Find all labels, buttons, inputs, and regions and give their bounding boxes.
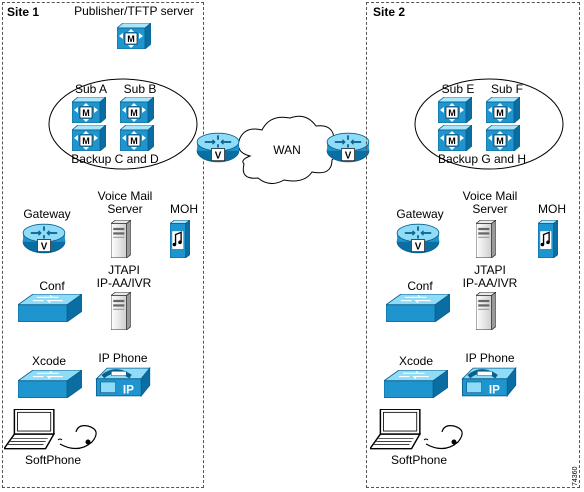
sub-e-label: Sub E bbox=[441, 82, 475, 96]
ipphone-1-label: IP Phone bbox=[98, 351, 148, 365]
backup-g-server-icon bbox=[438, 125, 472, 151]
softphone-1-headset-icon bbox=[57, 425, 97, 450]
ipphone-2-label: IP Phone bbox=[465, 351, 515, 365]
site-1-region bbox=[2, 2, 204, 488]
figure-id: 74360 bbox=[572, 466, 579, 486]
jtapi-1-label-line2: IP-AA/IVR bbox=[96, 276, 152, 290]
moh-2-label: MOH bbox=[538, 202, 566, 216]
moh-1-label: MOH bbox=[170, 202, 198, 216]
xcode-2-switch-icon bbox=[384, 370, 448, 398]
gateway-1-router-icon bbox=[22, 222, 66, 255]
backup-gh-label: Backup G and H bbox=[437, 152, 527, 166]
sub-f-label: Sub F bbox=[490, 82, 524, 96]
publisher-label: Publisher/TFTP server bbox=[74, 4, 194, 18]
gateway-2-router-icon bbox=[396, 222, 440, 255]
voicemail-2-server-icon bbox=[476, 220, 496, 258]
softphone-1-laptop-icon bbox=[4, 409, 58, 451]
site-2-cluster-ellipse bbox=[414, 78, 564, 170]
jtapi-2-label-line1: JTAPI bbox=[474, 263, 506, 277]
site-2-region bbox=[366, 2, 580, 488]
jtapi-1-label-line1: JTAPI bbox=[108, 263, 140, 277]
backup-cd-label: Backup C and D bbox=[71, 152, 159, 166]
softphone-2-headset-icon bbox=[423, 425, 463, 450]
sub-a-label: Sub A bbox=[74, 82, 108, 96]
jtapi-1-server-icon bbox=[111, 292, 131, 330]
conf-2-label: Conf bbox=[407, 279, 433, 293]
voicemail-1-server-icon bbox=[111, 220, 131, 258]
sub-e-server-icon bbox=[438, 97, 472, 123]
conf-2-switch-icon bbox=[386, 294, 450, 322]
site-1-cluster-ellipse bbox=[48, 78, 198, 170]
moh-1-server-icon bbox=[170, 220, 190, 258]
gateway-2-label: Gateway bbox=[396, 207, 444, 221]
voicemail-2-label-line1: Voice Mail bbox=[462, 189, 518, 203]
softphone-2-laptop-icon bbox=[370, 409, 424, 451]
backup-c-server-icon bbox=[72, 125, 106, 151]
voicemail-1-label-line2: Server bbox=[107, 202, 143, 216]
moh-2-server-icon bbox=[538, 220, 558, 258]
sub-b-label: Sub B bbox=[123, 82, 157, 96]
site-1-title: Site 1 bbox=[7, 5, 40, 19]
xcode-2-label: Xcode bbox=[398, 354, 434, 368]
backup-d-server-icon bbox=[120, 125, 154, 151]
gateway-1-label: Gateway bbox=[23, 207, 71, 221]
jtapi-2-server-icon bbox=[476, 292, 496, 330]
conf-1-label: Conf bbox=[39, 279, 65, 293]
backup-h-server-icon bbox=[486, 125, 520, 151]
voicemail-2-label-line2: Server bbox=[472, 202, 508, 216]
jtapi-2-label-line2: IP-AA/IVR bbox=[462, 276, 518, 290]
wan-label: WAN bbox=[273, 143, 301, 157]
sub-b-server-icon bbox=[120, 97, 154, 123]
ipphone-1-icon bbox=[92, 366, 152, 398]
voicemail-1-label-line1: Voice Mail bbox=[97, 189, 153, 203]
site-2-title: Site 2 bbox=[373, 5, 406, 19]
ipphone-2-icon bbox=[458, 366, 518, 398]
softphone-1-label: SoftPhone bbox=[24, 453, 82, 467]
publisher-server-icon bbox=[117, 23, 151, 49]
sub-a-server-icon bbox=[72, 97, 106, 123]
xcode-1-switch-icon bbox=[18, 370, 82, 398]
sub-f-server-icon bbox=[486, 97, 520, 123]
wan-router-left-icon bbox=[196, 131, 240, 164]
softphone-2-label: SoftPhone bbox=[390, 453, 448, 467]
wan-router-right-icon bbox=[326, 131, 370, 164]
conf-1-switch-icon bbox=[18, 294, 82, 322]
xcode-1-label: Xcode bbox=[31, 354, 67, 368]
